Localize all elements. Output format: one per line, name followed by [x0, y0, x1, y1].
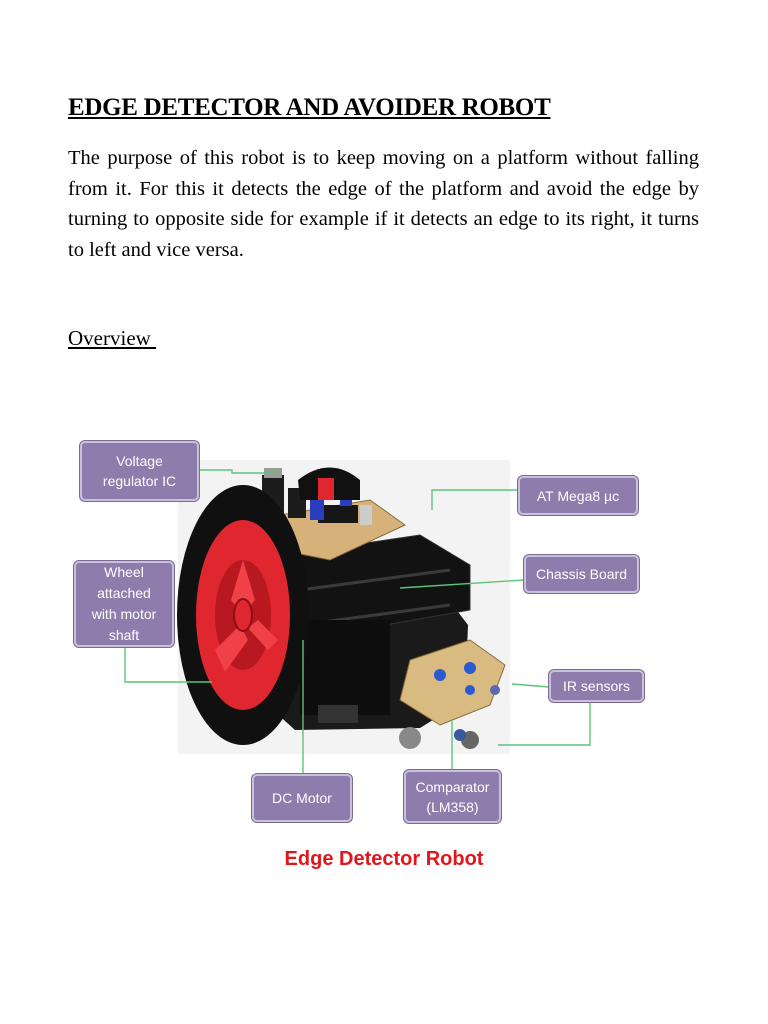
leader-lines: [124, 469, 591, 774]
callout-microcontroller: AT Mega8 µc: [518, 476, 638, 515]
callout-ir-sensors: IR sensors: [549, 670, 644, 702]
dc-motor-body: [300, 620, 390, 715]
callout-dc-motor: DC Motor: [252, 774, 352, 822]
callout-chassis-board: Chassis Board: [524, 555, 639, 593]
caster-wheel: [399, 727, 421, 749]
robot-wheel: [177, 485, 309, 745]
callout-comparator: Comparator (LM358): [404, 770, 501, 823]
callout-voltage-regulator: Voltage regulator IC: [80, 441, 199, 501]
callout-wheel: Wheel attached with motor shaft: [74, 561, 174, 647]
figure-caption: Edge Detector Robot: [284, 848, 484, 870]
ir-sensor-board: [399, 639, 506, 726]
intro-paragraph: The purpose of this robot is to keep mov…: [68, 147, 699, 261]
document-title: EDGE DETECTOR AND AVOIDER ROBOT: [68, 94, 551, 121]
overview-heading: Overview: [68, 326, 157, 350]
microcontroller-chip: [318, 505, 358, 523]
